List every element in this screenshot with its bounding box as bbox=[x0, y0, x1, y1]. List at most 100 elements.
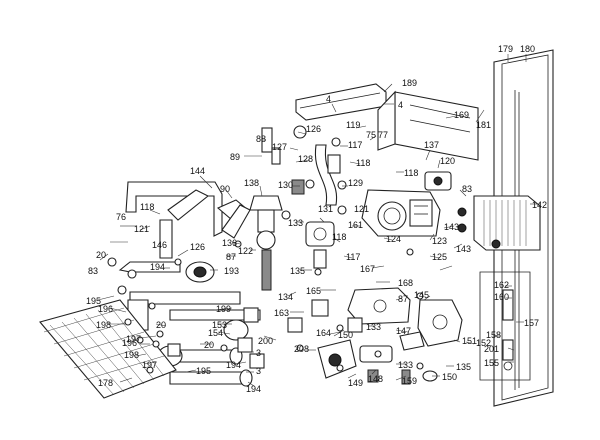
part-label: 194 bbox=[246, 384, 261, 394]
part-label: 75 bbox=[366, 130, 376, 140]
part-label: 153 bbox=[212, 320, 227, 330]
part-label: 145 bbox=[414, 290, 429, 300]
part-label: 135 bbox=[290, 266, 305, 276]
pump-motor-left bbox=[185, 261, 215, 283]
part-label: 135 bbox=[456, 362, 471, 372]
part-label: 83 bbox=[88, 266, 98, 276]
part-label: 118 bbox=[356, 158, 370, 168]
part-label: 118 bbox=[140, 202, 154, 212]
sensor-probe bbox=[261, 127, 341, 195]
part-label: 165 bbox=[306, 286, 321, 296]
part-label: 196 bbox=[98, 304, 113, 314]
part-label: 147 bbox=[396, 326, 411, 336]
part-labels: 179 180 189 4 4 169 181 88 126 119 75 77… bbox=[86, 44, 547, 394]
pipe-s-curve bbox=[314, 144, 338, 206]
part-label: 83 bbox=[462, 184, 472, 194]
part-label: 159 bbox=[402, 376, 417, 386]
part-label: 158 bbox=[486, 330, 501, 340]
part-label: 200 bbox=[258, 336, 273, 346]
part-label: 142 bbox=[532, 200, 547, 210]
leader-lines bbox=[97, 54, 540, 387]
part-label: 4 bbox=[398, 100, 403, 110]
part-label: 130 bbox=[278, 180, 293, 190]
part-label: 87 bbox=[226, 252, 236, 262]
part-label: 76 bbox=[116, 212, 126, 222]
part-label: 90 bbox=[220, 184, 230, 194]
top-bracket bbox=[295, 83, 387, 121]
part-label: 180 bbox=[520, 44, 535, 54]
part-label: 121 bbox=[134, 224, 149, 234]
part-label: 152 bbox=[476, 338, 491, 348]
part-label: 125 bbox=[432, 252, 447, 262]
part-label: 133 bbox=[366, 322, 381, 332]
part-label: 3 bbox=[256, 366, 261, 376]
part-label: 150 bbox=[442, 372, 457, 382]
part-label: 87 bbox=[398, 294, 408, 304]
part-label: 3 bbox=[256, 348, 261, 358]
nut-fitting bbox=[167, 307, 265, 369]
part-label: 198 bbox=[96, 320, 111, 330]
part-label: 134 bbox=[278, 292, 293, 302]
plate-heat-exchanger bbox=[457, 195, 541, 251]
part-label: 88 bbox=[256, 134, 266, 144]
part-label: 117 bbox=[346, 252, 360, 262]
part-label: 157 bbox=[524, 318, 539, 328]
part-label: 129 bbox=[348, 178, 363, 188]
part-label: 195 bbox=[196, 366, 211, 376]
gas-valve bbox=[424, 171, 452, 191]
pump-housing-bottom bbox=[317, 331, 438, 385]
part-label: 20 bbox=[156, 320, 166, 330]
part-label: 138 bbox=[244, 178, 259, 188]
part-label: 117 bbox=[348, 140, 362, 150]
part-label: 137 bbox=[424, 140, 439, 150]
part-label: 123 bbox=[432, 236, 447, 246]
pipe-elbow-upper-left bbox=[125, 181, 223, 259]
part-label: 178 bbox=[98, 378, 113, 388]
part-label: 150 bbox=[338, 330, 353, 340]
part-label: 128 bbox=[298, 154, 313, 164]
part-label: 127 bbox=[272, 142, 287, 152]
part-label: 154 bbox=[208, 328, 223, 338]
part-label: 194 bbox=[226, 360, 241, 370]
pipe-hose-90 bbox=[216, 199, 251, 239]
part-label: 126 bbox=[306, 124, 321, 134]
part-label: 195 bbox=[86, 296, 101, 306]
part-label: 161 bbox=[348, 220, 363, 230]
part-label: 168 bbox=[398, 278, 413, 288]
part-label: 146 bbox=[152, 240, 167, 250]
part-label: 118 bbox=[332, 232, 346, 242]
valve-coupling bbox=[287, 299, 363, 333]
part-label: 144 bbox=[190, 166, 205, 176]
part-label: 169 bbox=[454, 110, 469, 120]
part-label: 194 bbox=[150, 262, 165, 272]
part-label: 124 bbox=[386, 234, 401, 244]
part-label: 20 bbox=[96, 250, 106, 260]
part-label: 160 bbox=[494, 292, 509, 302]
part-label: 193 bbox=[224, 266, 239, 276]
heat-exchanger-block bbox=[377, 90, 479, 161]
pressure-switch bbox=[479, 271, 531, 381]
part-label: 133 bbox=[288, 218, 303, 228]
part-label: 151 bbox=[462, 336, 477, 346]
small-fittings bbox=[107, 125, 424, 374]
part-label: 167 bbox=[360, 264, 375, 274]
part-label: 121 bbox=[354, 204, 369, 214]
part-label: 179 bbox=[498, 44, 513, 54]
part-label: 136 bbox=[222, 238, 237, 248]
hydraulic-manifold bbox=[347, 287, 463, 347]
part-label: 4 bbox=[326, 94, 331, 104]
part-label: 181 bbox=[476, 120, 491, 130]
part-label: 199 bbox=[216, 304, 231, 314]
part-label: 131 bbox=[318, 204, 333, 214]
valve-body-center bbox=[305, 221, 335, 269]
part-label: 164 bbox=[316, 328, 331, 338]
part-label: 133 bbox=[398, 360, 413, 370]
part-label: 122 bbox=[238, 246, 253, 256]
part-label: 148 bbox=[368, 374, 383, 384]
part-label: 149 bbox=[348, 378, 363, 388]
part-label: 126 bbox=[190, 242, 205, 252]
pump-assembly bbox=[361, 189, 441, 237]
part-label: 189 bbox=[402, 78, 417, 88]
